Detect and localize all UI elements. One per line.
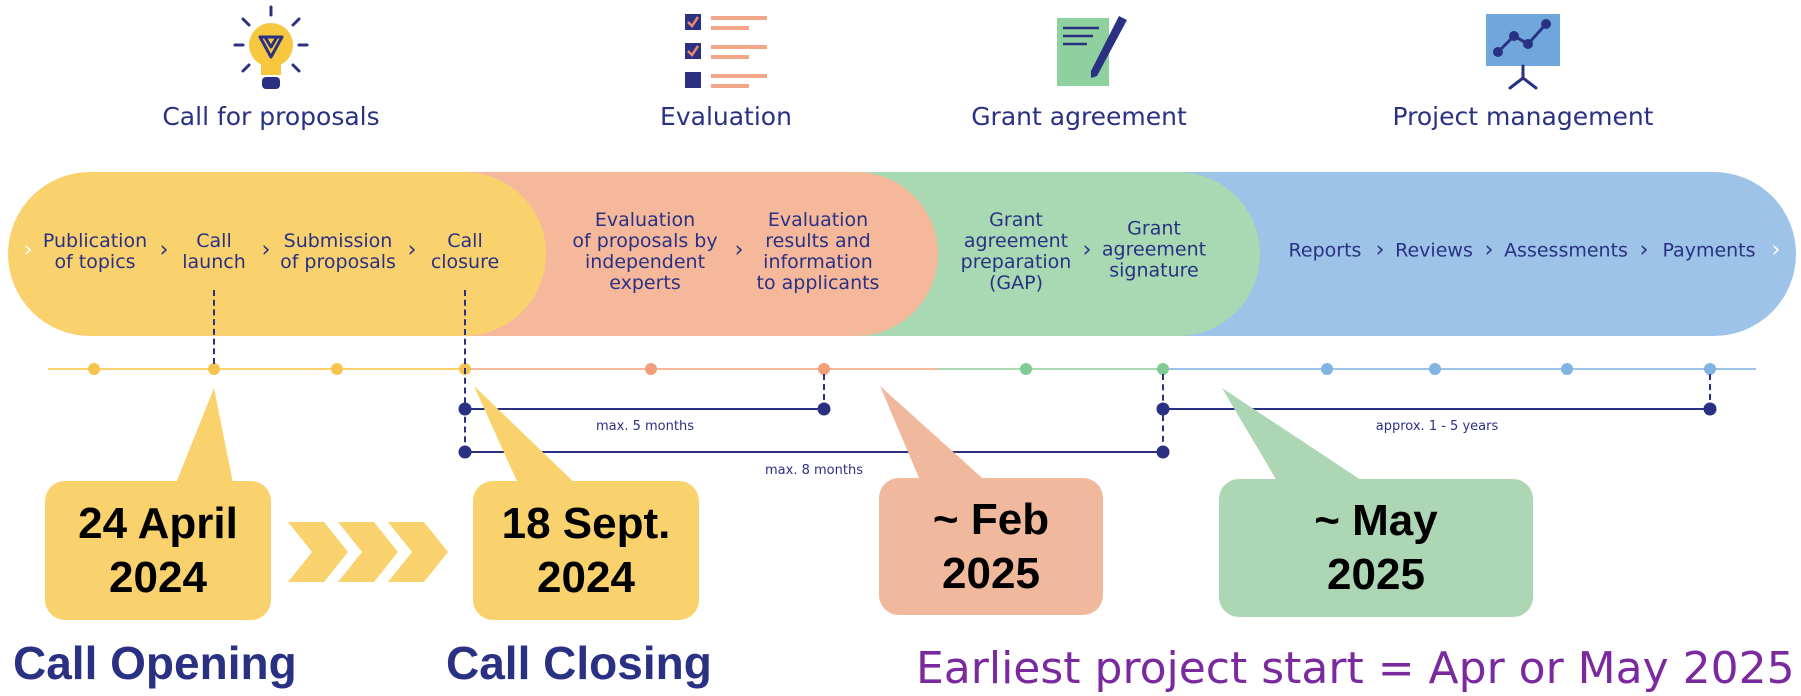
milestone-call-opening: Call Opening: [13, 637, 297, 689]
band-call-for-proposals: [8, 172, 546, 336]
callout-line: ~ May: [1314, 496, 1438, 545]
step-assessments: Assessments: [1504, 239, 1628, 262]
timeline-dot: [88, 363, 100, 375]
step-reviews: Reviews: [1395, 239, 1473, 262]
bracket-endpoint: [458, 402, 472, 416]
callout-line: ~ Feb: [932, 494, 1050, 544]
callout-grant-signature-date: ~ May 2025: [1219, 479, 1533, 617]
step-call-launch: Call launch: [182, 230, 246, 273]
timeline-segment-management: [1164, 368, 1756, 370]
bracket-endpoint: [1156, 402, 1170, 416]
step-submission-of-proposals: Submission of proposals: [280, 230, 396, 273]
dashed-marker: [464, 290, 466, 452]
timeline-dot: [331, 363, 343, 375]
chevron-right-icon: ›: [1082, 237, 1092, 263]
callout-line: 2025: [942, 548, 1040, 598]
timeline-segment-call: [48, 368, 468, 370]
bracket-endpoint: [817, 402, 831, 416]
callout-line: 24 April: [78, 498, 238, 548]
chevron-right-icon: ›: [407, 237, 417, 263]
step-evaluation-of-proposals: Evaluation of proposals by independent e…: [572, 209, 718, 294]
callout-line: 2024: [537, 552, 635, 602]
chevron-right-icon: ›: [734, 237, 744, 263]
timeline-dot: [1157, 363, 1169, 375]
timeline-dot: [208, 363, 220, 375]
timeline-dot: [1704, 363, 1716, 375]
dashed-marker: [1709, 374, 1711, 410]
step-payments: Payments: [1662, 239, 1756, 262]
band-project-management: [1160, 172, 1796, 336]
chevron-right-icon: ›: [1375, 237, 1385, 263]
milestone-call-closing: Call Closing: [446, 637, 712, 689]
chevron-right-icon: ›: [1771, 237, 1781, 263]
timeline-dot: [1429, 363, 1441, 375]
timeline-segment-evaluation: [468, 368, 938, 370]
callout-line: 18 Sept.: [501, 498, 671, 548]
lightbulb-icon: [233, 5, 309, 89]
duration-bracket-time-to-grant: [465, 451, 1163, 453]
timeline-dot: [1321, 363, 1333, 375]
timeline-segment-grant: [938, 368, 1164, 370]
duration-label-time-to-grant: max. 8 months: [765, 463, 863, 478]
earliest-start-note: Earliest project start = Apr or May 2025: [916, 643, 1795, 694]
phase-title-call-for-proposals: Call for proposals: [162, 102, 380, 131]
step-publication-of-topics: Publication of topics: [42, 230, 148, 273]
timeline-dot: [645, 363, 657, 375]
step-grant-agreement-signature: Grant agreement signature: [1101, 217, 1207, 282]
phase-title-evaluation: Evaluation: [660, 102, 792, 131]
signing-document-icon: [1057, 16, 1127, 86]
duration-label-evaluation: max. 5 months: [596, 419, 694, 434]
phase-title-grant-agreement: Grant agreement: [971, 102, 1187, 131]
step-grant-agreement-preparation: Grant agreement preparation (GAP): [960, 209, 1072, 294]
step-reports: Reports: [1288, 239, 1362, 262]
step-call-closure: Call closure: [430, 230, 500, 273]
step-evaluation-results: Evaluation results and information to ap…: [756, 209, 880, 294]
timeline-dot: [818, 363, 830, 375]
chevron-right-icon: ›: [261, 237, 271, 263]
forward-arrows-icon: [288, 522, 448, 582]
dashed-marker: [823, 374, 825, 410]
bracket-endpoint: [1703, 402, 1717, 416]
chevron-right-icon: ›: [159, 237, 169, 263]
chevron-right-icon: ›: [1639, 237, 1649, 263]
duration-label-project: approx. 1 - 5 years: [1375, 419, 1499, 434]
callout-line: 2025: [1327, 550, 1425, 599]
callout-line: 2024: [109, 552, 207, 602]
checklist-icon: [685, 14, 767, 88]
bracket-endpoint: [458, 445, 472, 459]
chevron-right-icon: ›: [23, 237, 33, 263]
presentation-chart-icon: [1486, 14, 1560, 90]
dashed-marker: [213, 290, 215, 364]
timeline-dot: [1561, 363, 1573, 375]
phase-title-project-management: Project management: [1392, 102, 1654, 131]
bracket-endpoint: [1156, 445, 1170, 459]
chevron-right-icon: ›: [1484, 237, 1494, 263]
timeline-dot: [1020, 363, 1032, 375]
duration-bracket-project: [1163, 408, 1710, 410]
duration-bracket-evaluation: [465, 408, 824, 410]
callout-call-closing-date: 18 Sept.2024: [473, 481, 699, 620]
